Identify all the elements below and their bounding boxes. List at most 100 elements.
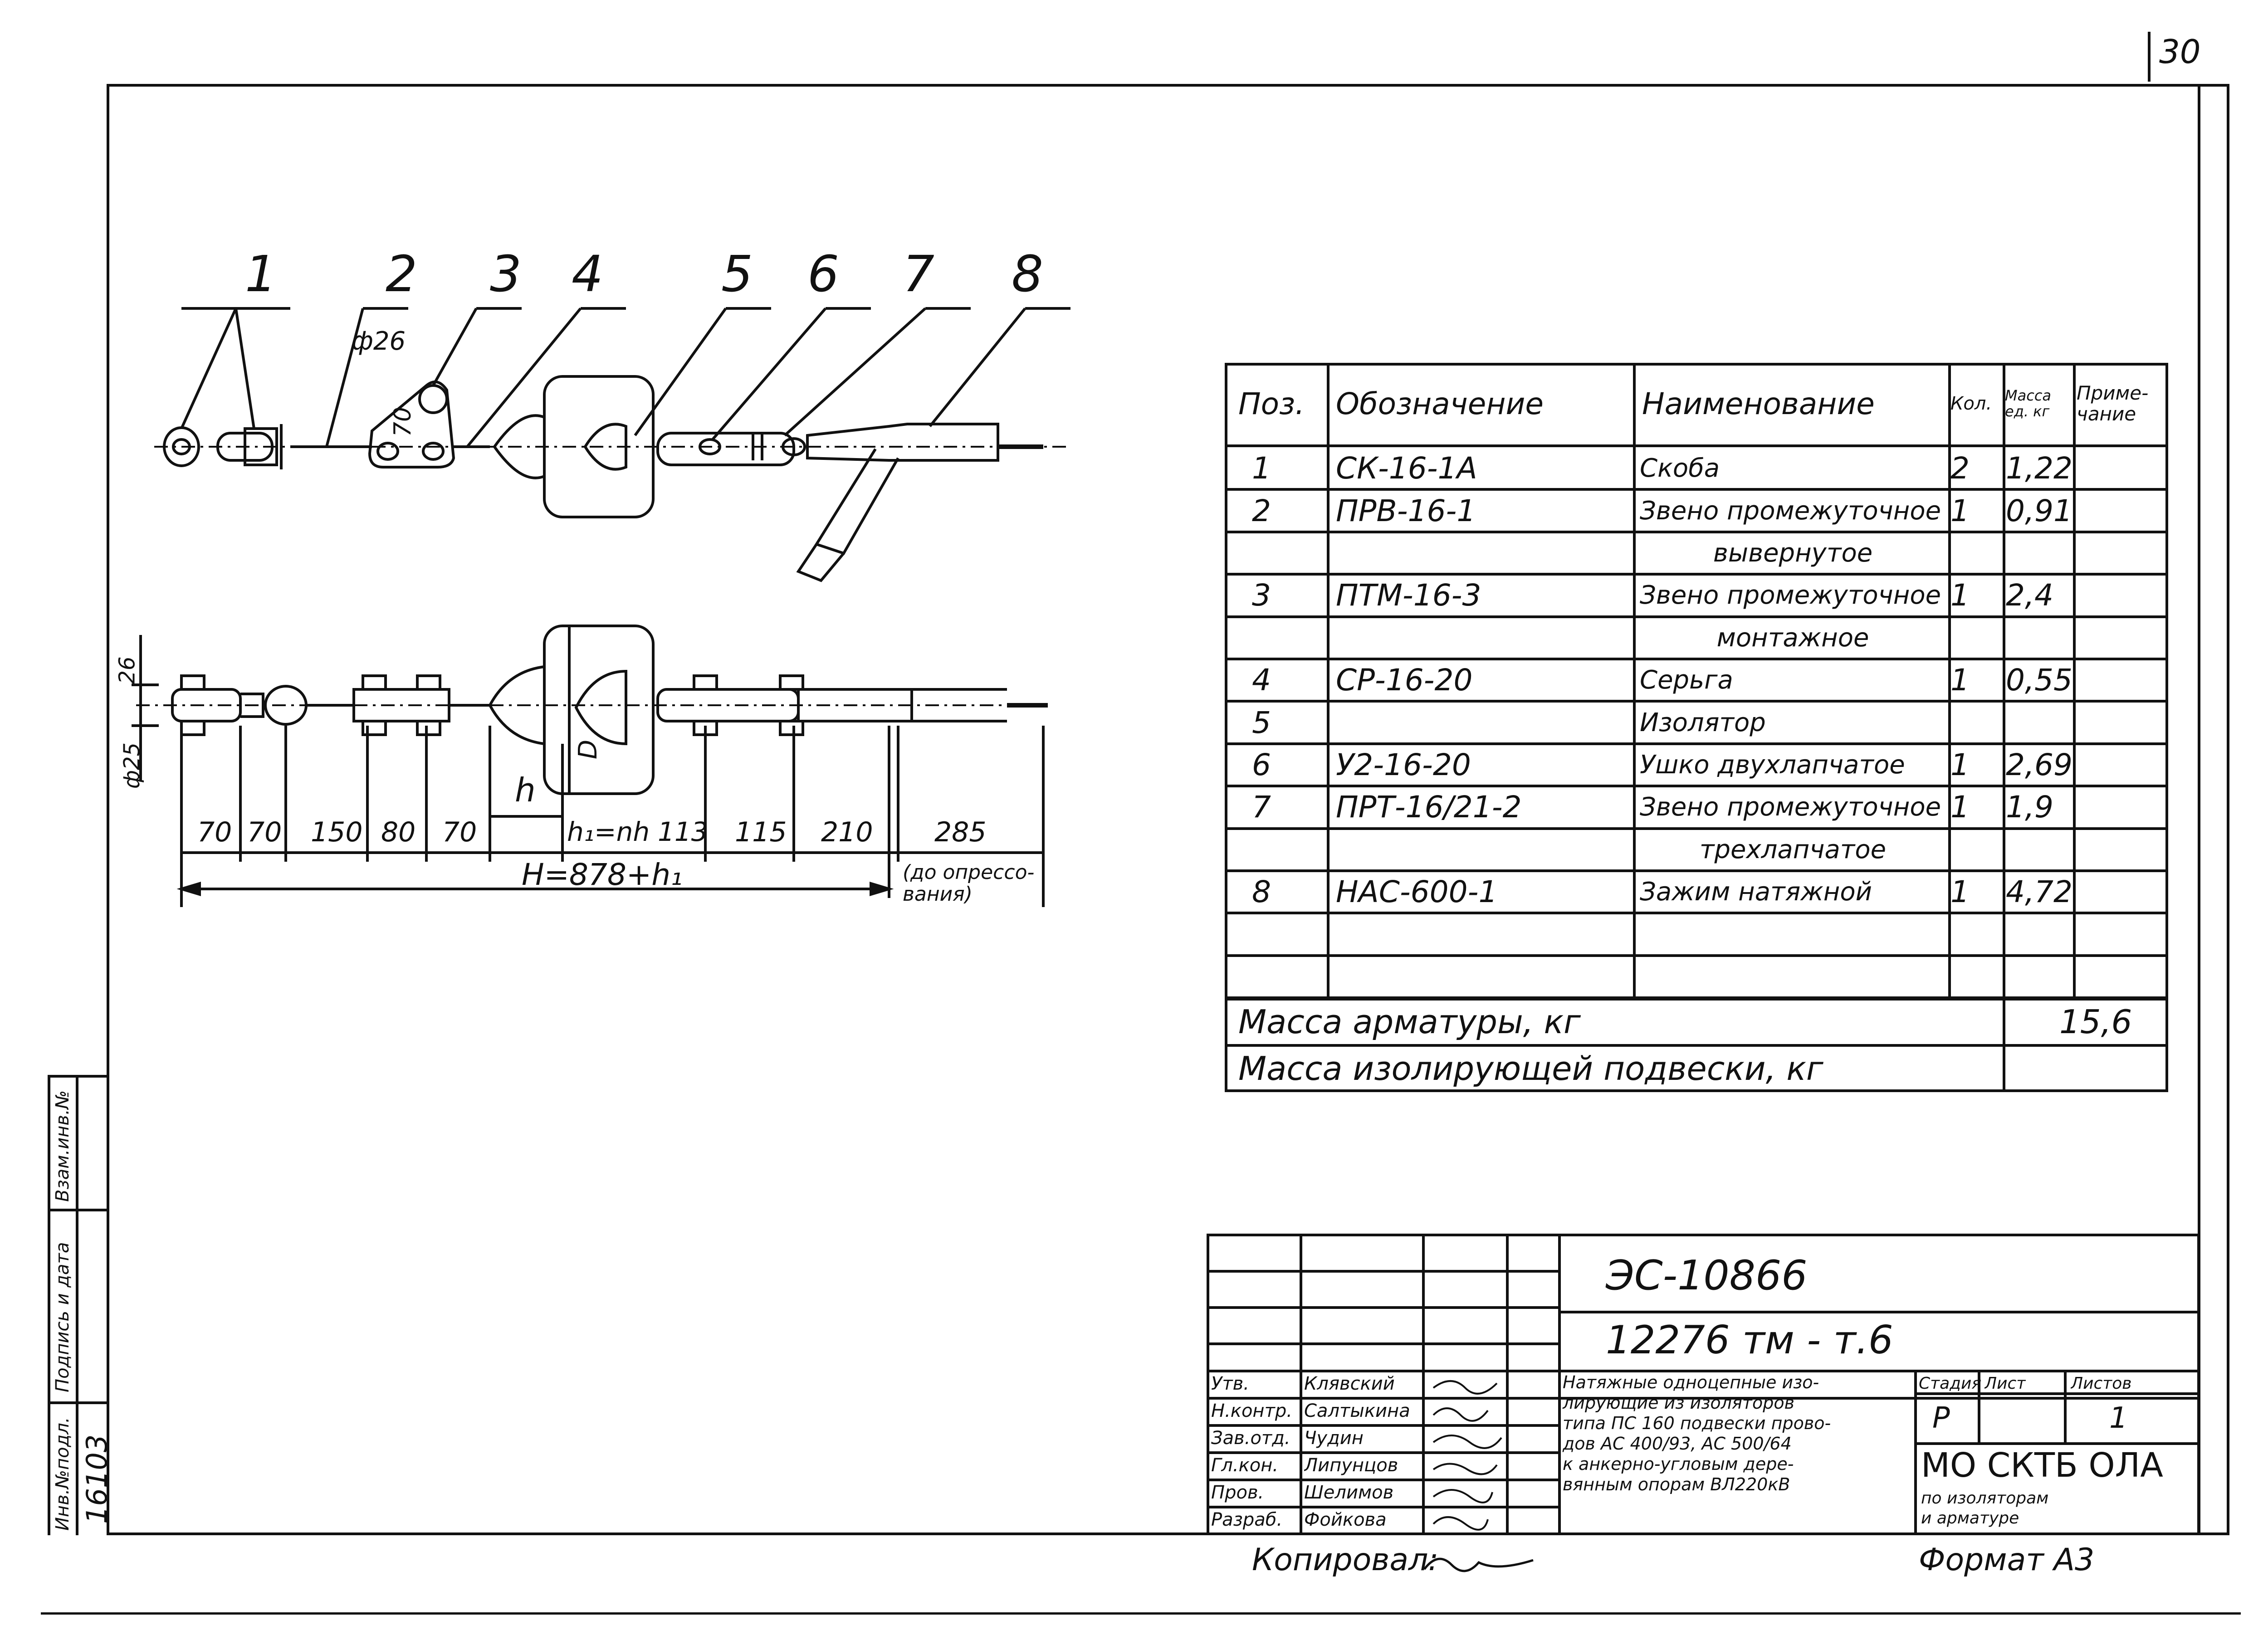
- stage-label: Стадия: [1919, 1374, 1982, 1393]
- spec-cell-designation: ПРТ-16/21-2: [1336, 790, 1522, 825]
- dim-phi25: ф25: [119, 742, 145, 789]
- th-mass: Масса ед. кг: [2005, 386, 2052, 420]
- dim-note: (до опрессо-вания): [903, 861, 1035, 906]
- dim-bottom-115: 115: [735, 816, 787, 848]
- spec-cell-name: Звено промежуточное: [1640, 496, 1941, 526]
- role-4: Пров.: [1211, 1482, 1264, 1503]
- dim-bottom-h1: h₁=nh: [567, 816, 650, 847]
- spec-row: вывернутое: [1225, 532, 2168, 576]
- spec-row: [1225, 956, 2168, 1000]
- spec-cell-designation: [1336, 617, 1626, 659]
- title-block: ЭС-10866 12276 тм - т.6 Натяжные одноцеп…: [1207, 1234, 2200, 1535]
- frame-right-inner-line: [2198, 84, 2200, 1535]
- spec-cell-qty: 1: [1950, 578, 1970, 613]
- spec-cell-qty: [1950, 532, 2000, 574]
- mass-suspension-label: Масса изолирующей подвески, кг: [1238, 1049, 1823, 1088]
- spec-cell-name: [1640, 913, 1946, 955]
- spec-cell-pos: [1252, 956, 1320, 998]
- dim-bottom-2: 70: [247, 816, 282, 848]
- spec-row: 7 ПРТ-16/21-2 Звено промежуточное 1 1,9: [1225, 786, 2168, 830]
- spec-cell-pos: 3: [1252, 578, 1271, 613]
- spec-cell-pos: 8: [1252, 874, 1271, 910]
- spec-cell-pos: 4: [1252, 663, 1271, 698]
- role-0: Утв.: [1211, 1373, 1249, 1394]
- spec-cell-pos: [1252, 913, 1320, 955]
- spec-cell-name: Зажим натяжной: [1640, 877, 1872, 907]
- sidebar-stamp: Взам.инв.№ Подпись и дата Инв.№подл. 161…: [48, 1075, 113, 1535]
- spec-cell-designation: ПРВ-16-1: [1336, 493, 1476, 528]
- spec-cell-name: [1640, 956, 1946, 998]
- spec-cell-designation: СК-16-1А: [1336, 451, 1477, 486]
- copier-signature: [1423, 1557, 1534, 1572]
- stage-value: Р: [1932, 1401, 1950, 1435]
- spec-cell-qty: [1950, 913, 2000, 955]
- spec-cell-pos: 2: [1252, 493, 1271, 528]
- callout-6: 6: [807, 245, 839, 303]
- spec-cell-name: Звено промежуточное: [1640, 581, 1941, 610]
- dim-bottom-285: 285: [934, 816, 987, 848]
- spec-cell-pos: 1: [1252, 451, 1271, 486]
- spec-cell-mass: [2006, 532, 2072, 574]
- dim-bottom-210: 210: [821, 816, 873, 848]
- spec-cell-qty: 1: [1950, 493, 1970, 528]
- sheet-corner-number: 30: [2159, 33, 2201, 71]
- copied-label: Копировал:: [1252, 1542, 1439, 1578]
- spec-cell-name: Ушко двухлапчатое: [1640, 750, 1905, 780]
- spec-cell-pos: [1252, 617, 1320, 659]
- spec-cell-designation: [1336, 829, 1626, 871]
- bottom-trim-line: [41, 1612, 2241, 1615]
- role-1-name: Салтыкина: [1304, 1401, 1410, 1421]
- role-4-name: Шелимов: [1304, 1482, 1394, 1503]
- spec-cell-designation: [1336, 956, 1626, 998]
- role-3-name: Липунцов: [1304, 1455, 1398, 1476]
- spec-cell-qty: [1950, 829, 2000, 871]
- callout-3: 3: [490, 245, 522, 303]
- spec-cell-mass: 1,9: [2006, 790, 2053, 825]
- mass-fittings-label: Масса арматуры, кг: [1238, 1002, 1581, 1041]
- spec-cell-qty: 1: [1950, 790, 1970, 825]
- th-designation: Обозначение: [1336, 386, 1544, 421]
- mass-suspension-value: [2014, 1047, 2164, 1090]
- spec-cell-mass: 4,72: [2006, 874, 2072, 910]
- role-2: Зав.отд.: [1211, 1428, 1290, 1449]
- corner-box-divider: [2148, 32, 2151, 82]
- spec-cell-pos: [1252, 532, 1320, 574]
- spec-cell-qty: [1950, 956, 2000, 998]
- spec-cell-qty: [1950, 701, 2000, 743]
- spec-cell-mass: 1,22: [2006, 451, 2072, 486]
- dim-bottom-5: 70: [442, 816, 477, 848]
- sheets-label: Листов: [2071, 1374, 2132, 1393]
- role-5-name: Фойкова: [1304, 1509, 1387, 1530]
- spec-cell-mass: [2006, 617, 2072, 659]
- spec-cell-pos: 7: [1252, 790, 1271, 825]
- mass-fittings-value: 15,6: [2059, 1002, 2132, 1041]
- spec-cell-mass: [2006, 701, 2072, 743]
- th-pos: Поз.: [1238, 386, 1305, 421]
- role-5: Разраб.: [1211, 1509, 1283, 1530]
- th-name: Наименование: [1642, 386, 1875, 421]
- spec-row: монтажное: [1225, 617, 2168, 660]
- callout-8: 8: [1012, 245, 1043, 303]
- org-sub: по изоляторам и арматуре: [1921, 1489, 2049, 1528]
- doc-description: Натяжные одноцепные изо- лирующие из изо…: [1563, 1372, 1831, 1494]
- spec-cell-qty: 1: [1950, 663, 1970, 698]
- spec-cell-qty: [1950, 617, 2000, 659]
- spec-cell-mass: [2006, 913, 2072, 955]
- spec-cell-mass: 2,69: [2006, 747, 2072, 782]
- spec-cell-mass: [2006, 829, 2072, 871]
- spec-cell-name: трехлапчатое: [1699, 835, 1887, 864]
- spec-cell-pos: [1252, 829, 1320, 871]
- dim-total: H=878+h₁: [522, 857, 683, 892]
- spec-cell-designation: ПТМ-16-3: [1336, 578, 1481, 613]
- spec-cell-name: Звено промежуточное: [1640, 792, 1941, 822]
- dim-bottom-113: 113: [658, 816, 708, 847]
- dim-70-vertical: 70: [389, 406, 417, 437]
- callout-4: 4: [572, 245, 603, 303]
- dim-26-side: 26: [114, 656, 140, 684]
- spec-cell-designation: [1336, 913, 1626, 955]
- th-note: Приме-чание: [2077, 381, 2149, 425]
